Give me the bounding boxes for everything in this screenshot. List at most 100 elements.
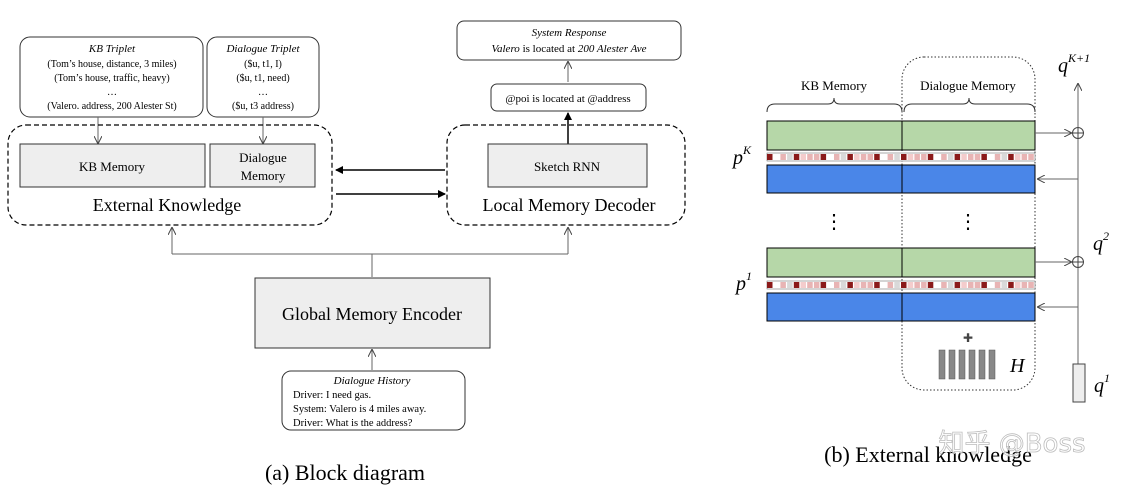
- dialogue-triplet-title: Dialogue Triplet: [225, 43, 300, 55]
- kb-memory-brace: [766, 97, 903, 113]
- attention-cell: [947, 154, 954, 160]
- attention-cell: [914, 154, 920, 160]
- attention-cell: [867, 154, 873, 160]
- attention-cell: [921, 154, 927, 160]
- attention-cell: [787, 282, 793, 288]
- external-knowledge-label: External Knowledge: [93, 195, 241, 215]
- q-1-label: q1: [1094, 371, 1110, 397]
- dialogue-triplet-line: ($u, t3 address): [232, 101, 294, 112]
- panel-kb-memory-label: KB Memory: [801, 78, 868, 93]
- attention-cell: [773, 154, 780, 160]
- caption-a: (a) Block diagram: [265, 460, 425, 485]
- attention-cell: [840, 154, 847, 160]
- attention-cell: [894, 282, 900, 288]
- attention-cell: [780, 282, 786, 288]
- attention-cell: [974, 282, 981, 288]
- h-label: H: [1009, 355, 1026, 377]
- memory-layer-k-blue: [766, 164, 1036, 194]
- dialogue-history-box: Dialogue History Driver: I need gas. Sys…: [281, 370, 466, 431]
- attention-cell: [1028, 154, 1034, 160]
- hidden-state-bar: [948, 349, 956, 380]
- dialogue-history-line: Driver: What is the address?: [293, 418, 413, 429]
- query-input-box: [1072, 363, 1086, 403]
- attention-cell: [901, 154, 907, 160]
- hidden-state-bar: [968, 349, 976, 380]
- panel-dialogue-memory-label: Dialogue Memory: [920, 78, 1016, 93]
- attention-cell: [988, 154, 994, 160]
- hidden-state-bars: [938, 349, 996, 380]
- kb-triplet-line: (Tom’s house, traffic, heavy): [54, 73, 169, 84]
- memory-layer-1-blue: [766, 292, 1036, 322]
- dialogue-triplet-box: Dialogue Triplet ($u, t1, I) ($u, t1, ne…: [206, 36, 320, 118]
- hidden-state-bar: [988, 349, 996, 380]
- attention-cell: [787, 154, 793, 160]
- watermark-text: 知乎 @Boss: [938, 429, 1085, 459]
- attention-cell: [894, 154, 900, 160]
- attention-cell: [954, 154, 961, 160]
- vdots-left: ⋮: [824, 211, 844, 233]
- attention-cell: [800, 282, 806, 288]
- attention-cell: [820, 282, 827, 288]
- sketch-output-text: @poi is located at @address: [505, 93, 630, 105]
- system-response-box: System Response Valero is located at 200…: [456, 20, 682, 61]
- attention-cell: [854, 282, 860, 288]
- attention-cell: [921, 282, 927, 288]
- query-column: [1035, 84, 1086, 403]
- attention-cell: [901, 282, 907, 288]
- memory-layer-1-green: [766, 247, 1036, 278]
- vdots-right: ⋮: [958, 211, 978, 233]
- attention-cell: [907, 282, 914, 288]
- global-memory-encoder-label: Global Memory Encoder: [282, 304, 462, 324]
- attention-cell: [793, 282, 800, 288]
- attention-cell: [927, 154, 934, 160]
- attention-cell: [867, 282, 873, 288]
- attention-cell: [934, 282, 940, 288]
- dialogue-triplet-line: …: [258, 87, 268, 98]
- attention-cell: [874, 154, 880, 160]
- dialogue-triplet-line: ($u, t1, need): [236, 73, 289, 84]
- attention-cell: [773, 282, 780, 288]
- attention-cell: [854, 154, 860, 160]
- hidden-state-bar: [938, 349, 946, 380]
- hidden-state-bar: [978, 349, 986, 380]
- kb-triplet-box: KB Triplet (Tom’s house, distance, 3 mil…: [19, 36, 204, 118]
- attention-cell: [767, 282, 773, 288]
- attention-cell: [994, 282, 1001, 288]
- attention-cell: [981, 154, 987, 160]
- attention-cell: [827, 282, 833, 288]
- memory-layer-k-green: [766, 120, 1036, 151]
- attention-cell: [880, 282, 887, 288]
- attention-cell: [793, 154, 800, 160]
- kb-triplet-title: KB Triplet: [88, 43, 136, 55]
- attention-cell: [880, 154, 887, 160]
- attention-cell: [780, 154, 786, 160]
- attention-cell: [860, 282, 867, 288]
- attention-cell: [947, 282, 954, 288]
- sketch-output-box: @poi is located at @address: [490, 83, 647, 112]
- attention-cell: [847, 154, 853, 160]
- attention-cell: [1001, 154, 1007, 160]
- attention-cell: [807, 154, 813, 160]
- attention-cell: [1028, 282, 1034, 288]
- kb-memory-box: [19, 143, 206, 188]
- dialogue-memory-box: [209, 143, 316, 188]
- attention-cell: [974, 154, 981, 160]
- attention-cell: [1021, 154, 1028, 160]
- dialogue-history-title: Dialogue History: [333, 375, 411, 387]
- attention-cell: [887, 282, 894, 288]
- attention-cell: [968, 282, 974, 288]
- sketch-rnn-label: Sketch RNN: [534, 159, 601, 174]
- encoder-connections: [172, 228, 568, 277]
- q-k1-label: qK+1: [1058, 51, 1090, 77]
- external-knowledge-container: KB Memory Dialogue Memory External Knowl…: [7, 124, 333, 226]
- attention-cell: [807, 282, 813, 288]
- attention-cell: [1008, 282, 1014, 288]
- attention-cell: [994, 154, 1001, 160]
- dialogue-history-line: System: Valero is 4 miles away.: [293, 404, 426, 415]
- dialogue-memory-region: [901, 56, 1036, 391]
- attention-cell: [813, 282, 820, 288]
- attention-cell: [907, 154, 914, 160]
- attention-cell: [954, 282, 961, 288]
- attention-cell: [827, 154, 833, 160]
